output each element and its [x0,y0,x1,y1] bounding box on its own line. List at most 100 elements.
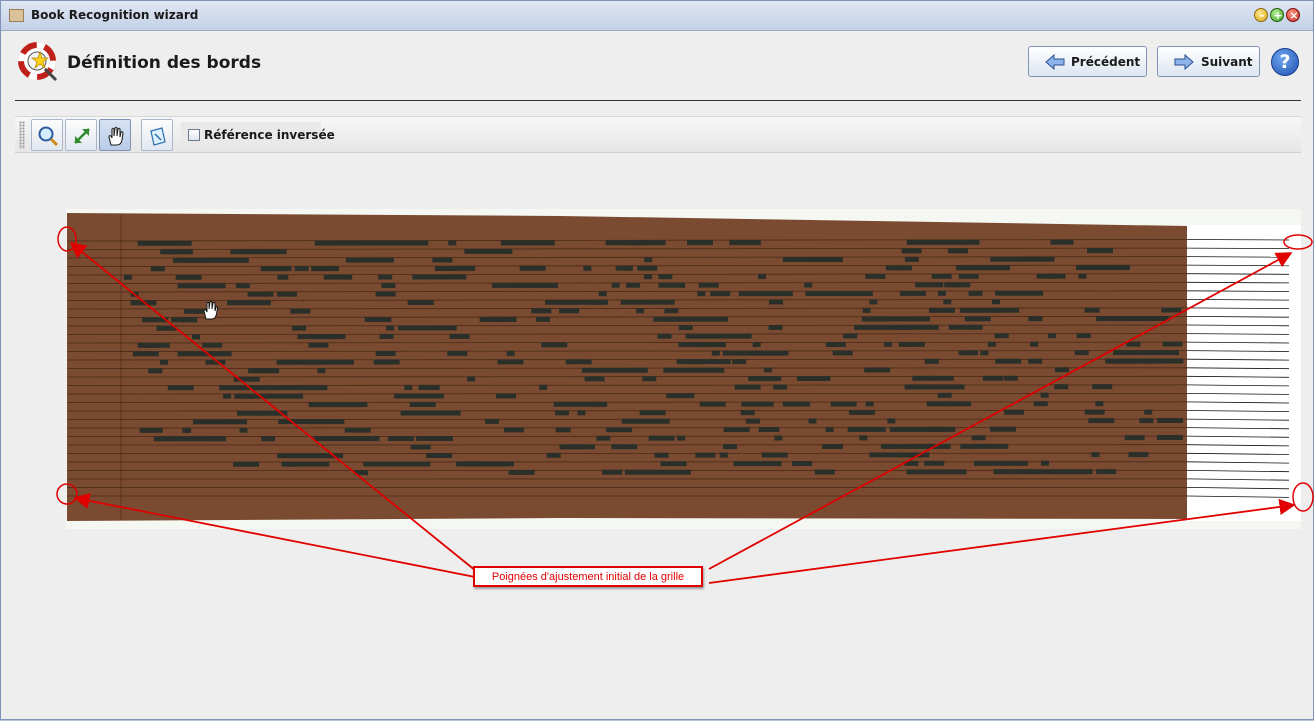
book-hole [1037,274,1057,279]
toolbar-grip[interactable] [19,121,25,149]
book-hole [365,317,391,322]
book-hole [219,385,273,390]
book-hole [735,385,761,390]
book-hole [309,343,329,348]
book-hole [797,376,823,381]
arrow-right-icon [1174,54,1194,70]
book-hole [374,360,400,365]
previous-button[interactable]: Précédent [1028,46,1147,77]
book-hole [541,342,567,347]
book-hole [637,266,657,271]
book-hole [314,436,380,441]
book-hole [969,291,983,296]
book-hole [658,283,684,288]
book-hole [254,249,274,254]
book-hole [413,402,421,407]
book-hole [664,308,678,313]
book-hole [1095,401,1103,406]
book-hole [348,402,368,407]
fit-tool-button[interactable] [65,119,97,151]
book-hole [593,402,607,407]
book-hole [398,326,446,331]
book-hole [216,258,230,263]
book-hole [915,282,929,287]
book-hole [559,308,579,313]
book-hole [972,435,986,440]
next-button[interactable]: Suivant [1157,46,1260,77]
book-hole [966,240,980,245]
book-hole [1077,333,1091,338]
book-hole [168,385,194,390]
book-hole [240,428,248,433]
book-hole [456,461,504,466]
book-hole [758,274,766,279]
callout-arrow-bottom-left [75,498,475,577]
book-hole [1088,418,1114,423]
grid-line-extension [1187,402,1289,403]
book-hole [765,427,779,432]
book-hole [183,317,197,322]
book-hole [416,436,430,441]
book-hole [734,461,782,466]
book-hole [496,393,516,398]
grid-line [67,402,1187,403]
hand-tool-button[interactable] [99,119,131,151]
export-tool-button[interactable] [141,119,173,151]
minimize-button[interactable]: – [1254,8,1268,22]
book-hole [826,427,834,432]
book-hole [520,266,546,271]
book-hole [712,351,720,356]
grid-handle-bottom-left[interactable] [57,484,77,504]
book-hole [816,376,830,381]
book-hole [732,359,746,364]
book-hole [290,309,310,314]
grid-handle-top-left[interactable] [58,227,76,251]
grid-line-extension [1187,257,1289,258]
book-hole [234,377,260,382]
book-hole [679,325,693,330]
grid-line-extension [1187,359,1289,360]
book-hole [895,427,955,432]
book-hole [993,308,1019,313]
book-hole [284,266,292,271]
inverted-reference-option[interactable]: Référence inversée [181,122,321,148]
help-button[interactable]: ? [1271,48,1299,76]
book-hole [938,291,946,296]
book-hole [826,342,846,347]
book-hole [284,462,298,467]
book-hole [432,258,452,263]
book-hole [724,444,732,449]
book-hole [292,326,306,331]
grid-line-extension [1187,334,1289,335]
grid-line-extension [1187,282,1289,283]
book-hole [640,410,666,415]
grid-handle-bottom-right[interactable] [1293,483,1313,511]
book-hole [763,461,777,466]
toolbar: Référence inversée [15,116,1301,153]
book-hole [686,334,752,339]
title-bar[interactable]: Book Recognition wizard – + × [1,1,1313,31]
book-hole [769,325,783,330]
book-hole [710,291,730,296]
book-hole [1144,410,1152,415]
grid-handle-top-right[interactable] [1284,235,1312,249]
book-hole [677,283,685,288]
book-hole [957,325,983,330]
book-hole [741,402,755,407]
book-hole [185,258,211,263]
book-hole [566,359,592,364]
grid-line [67,299,1187,300]
book-hole [1096,316,1104,321]
zoom-tool-button[interactable] [31,119,63,151]
grid-line-extension [1187,265,1289,266]
book-hole [699,283,719,288]
inverted-reference-checkbox[interactable] [188,129,200,141]
book-hole [983,376,1003,381]
close-button[interactable]: × [1286,8,1300,22]
book-hole [748,376,774,381]
maximize-button[interactable]: + [1270,8,1284,22]
book-hole [729,240,749,245]
book-hole [974,461,1028,466]
grid-line-extension [1187,419,1289,420]
